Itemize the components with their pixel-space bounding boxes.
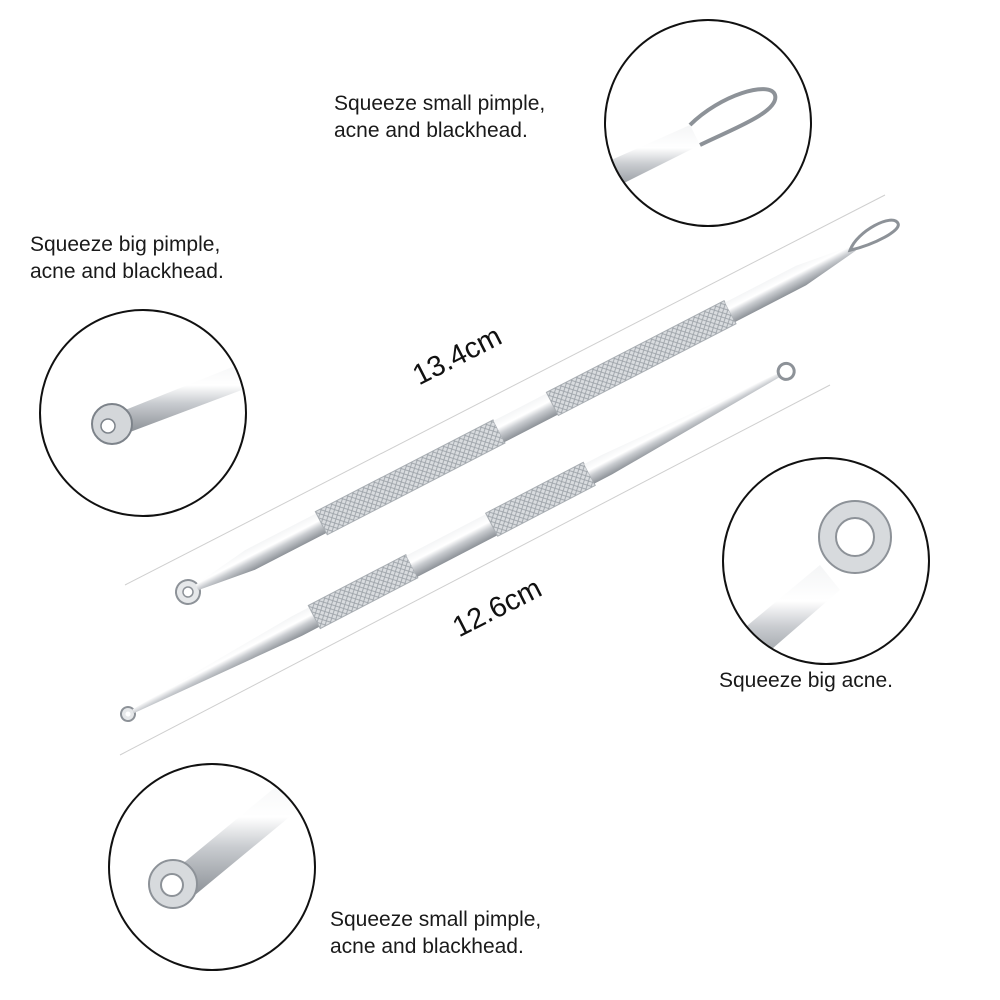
caption-small-ring-tool: Squeeze small pimple, acne and blackhead…	[330, 908, 542, 958]
zoom-circle-ring	[722, 457, 930, 665]
zoom-circle-small-ring	[108, 763, 316, 971]
caption-ring-tool: Squeeze big acne.	[719, 669, 893, 692]
zoom-circle-loop	[604, 19, 812, 227]
short-extractor-tool	[120, 361, 796, 722]
zoom-circle-cup	[39, 309, 247, 517]
caption-cup-tool: Squeeze big pimple, acne and blackhead.	[30, 233, 224, 283]
caption-loop-tool: Squeeze small pimple, acne and blackhead…	[334, 92, 546, 142]
dimension-line-short	[119, 384, 831, 756]
long-extractor-tool	[175, 218, 900, 605]
dimension-line-long	[124, 194, 886, 586]
